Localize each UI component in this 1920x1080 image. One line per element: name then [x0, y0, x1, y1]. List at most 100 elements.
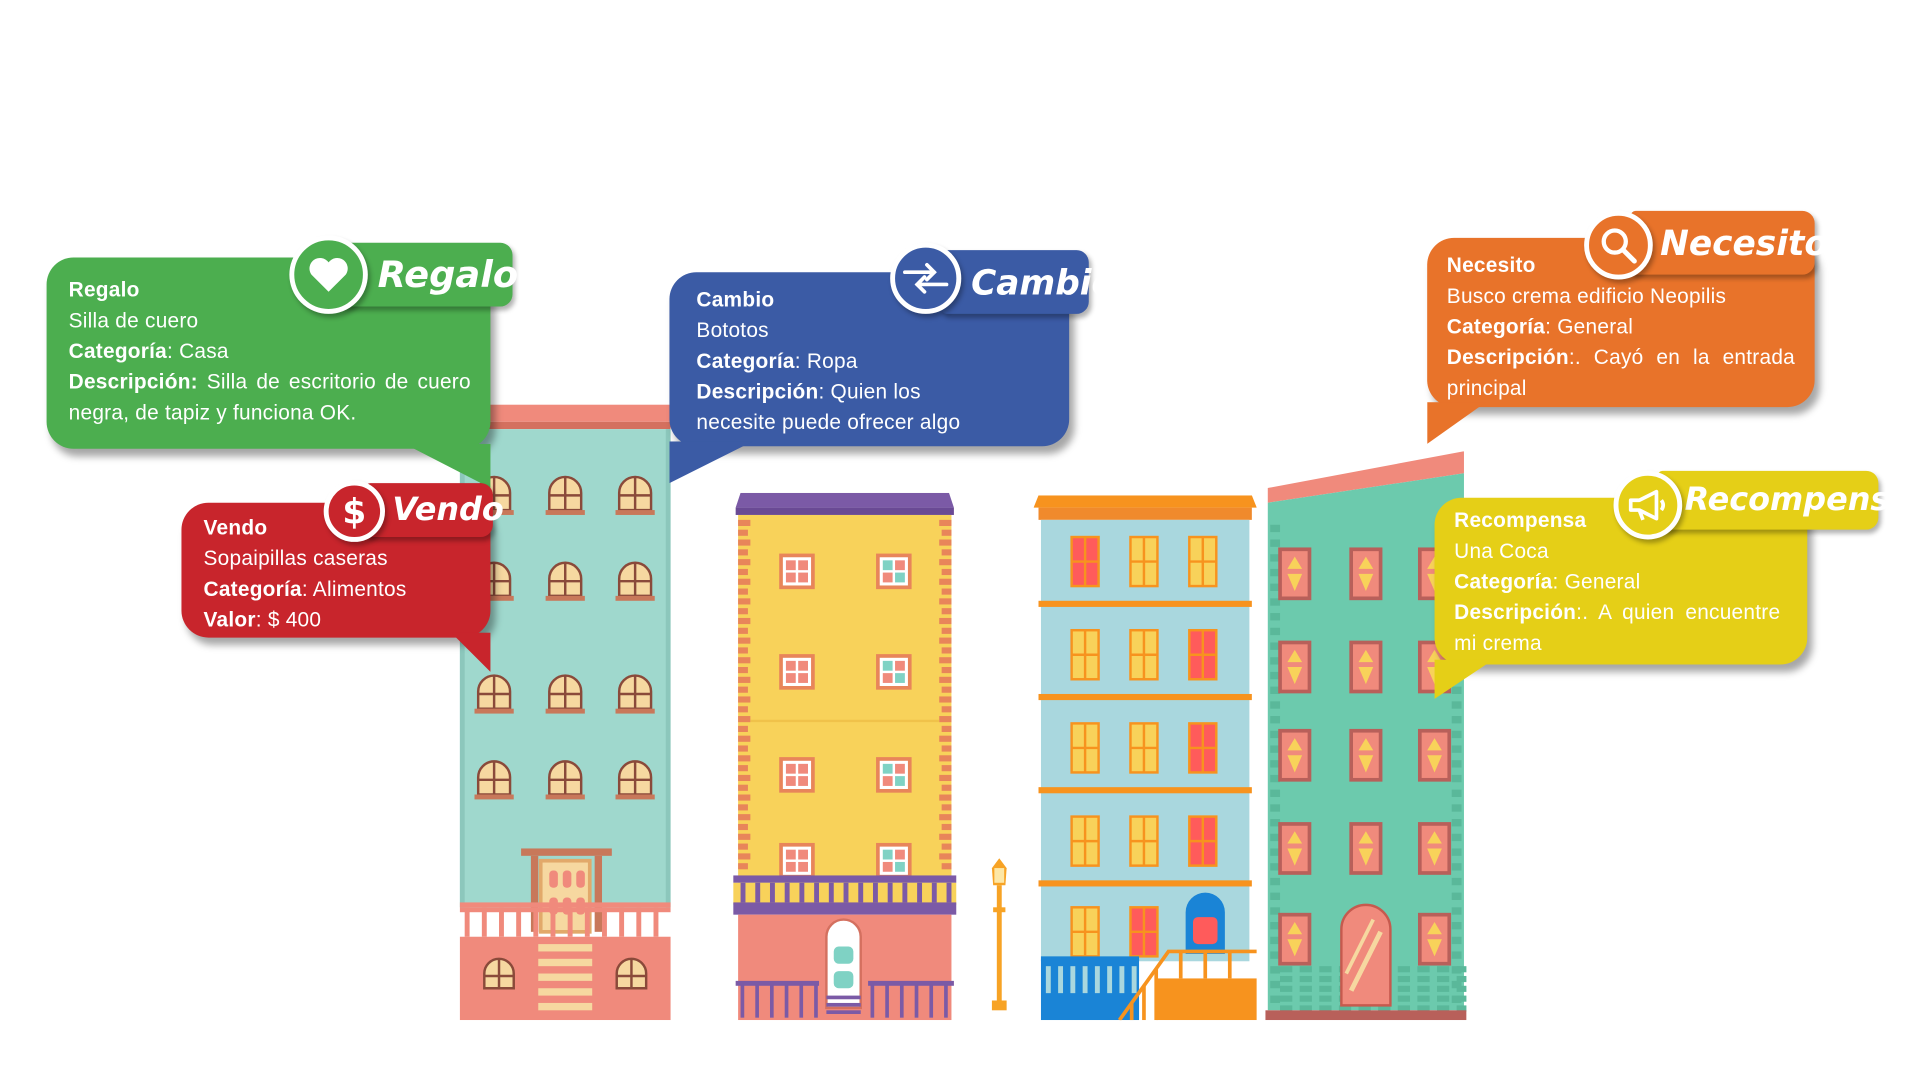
building-detail — [1270, 951, 1281, 959]
building-detail — [870, 983, 875, 1018]
building-detail — [1280, 975, 1293, 983]
building-detail — [653, 907, 659, 937]
building-detail — [1270, 701, 1281, 709]
building-detail — [1270, 833, 1281, 842]
building-blue-drawing — [1033, 495, 1257, 1022]
building-detail — [798, 560, 808, 571]
building-detail — [941, 549, 952, 556]
building-detail — [785, 673, 796, 683]
building-detail — [499, 907, 504, 937]
heart-icon — [289, 235, 368, 314]
building-detail — [738, 823, 748, 831]
building-detail — [1270, 598, 1281, 606]
building-detail — [1436, 1005, 1450, 1012]
building-detail — [882, 763, 893, 774]
building-detail — [769, 882, 775, 903]
building-detail — [784, 983, 789, 1018]
building-detail — [939, 833, 952, 840]
building-detail — [1270, 774, 1281, 783]
building-detail — [941, 725, 952, 732]
building-detail — [1358, 848, 1374, 866]
building-detail — [939, 814, 952, 821]
building-detail — [882, 861, 893, 872]
building-detail — [1427, 649, 1442, 663]
building-detail — [1451, 995, 1462, 1003]
building-detail — [738, 706, 748, 713]
building-detail — [872, 882, 878, 903]
building-detail — [1270, 848, 1281, 856]
tag-regalo: Regalo — [340, 242, 518, 307]
building-yellow — [733, 492, 957, 1021]
building-detail — [1397, 995, 1411, 1002]
building-detail — [785, 560, 796, 571]
building-detail — [602, 907, 607, 937]
building-detail — [1358, 755, 1374, 773]
building-detail — [1270, 716, 1281, 724]
building-detail — [1451, 686, 1462, 694]
building-detail — [784, 882, 790, 903]
building-detail — [1456, 995, 1469, 1002]
building-detail — [755, 882, 761, 903]
tag-necesito: Necesito — [1630, 210, 1828, 275]
megaphone-icon — [1613, 470, 1683, 540]
tag-vendo-label: Vendo — [392, 491, 504, 529]
building-detail — [785, 660, 796, 671]
building-detail — [798, 776, 808, 786]
building-detail — [798, 673, 808, 683]
card-vendo-title: Vendo — [203, 516, 268, 540]
window — [779, 553, 815, 590]
building-detail — [740, 882, 746, 903]
building-detail — [1280, 985, 1293, 992]
building-detail — [1270, 819, 1281, 827]
tag-recompensa-label: Recompensa — [1684, 481, 1911, 519]
building-detail — [545, 510, 585, 515]
building-detail — [1451, 966, 1462, 974]
building-detail — [738, 853, 751, 860]
building-detail — [1451, 892, 1462, 900]
building-detail — [941, 588, 952, 595]
card-vendo-value: Valor: $ 400 — [203, 608, 322, 632]
card-cambio-item: Bototos — [696, 318, 769, 343]
card-recompensa-title: Recompensa — [1454, 508, 1587, 533]
building-detail — [1358, 649, 1374, 663]
building-teal — [1265, 451, 1469, 1021]
building-detail — [584, 907, 590, 937]
building-teal-drawing — [1265, 451, 1469, 1021]
card-recompensa-category: Categoría: General — [1454, 570, 1641, 594]
building-detail — [474, 595, 514, 601]
building-detail — [939, 559, 952, 566]
tag-vendo: Vendo — [365, 483, 504, 538]
building-detail — [1287, 573, 1303, 591]
building-detail — [738, 794, 751, 801]
building-detail — [843, 882, 849, 903]
building-detail — [738, 725, 748, 732]
card-recompensa-item: Una Coca — [1454, 539, 1549, 563]
tag-cambio: Cambio — [941, 250, 1115, 314]
building-detail — [533, 907, 539, 937]
building-detail — [895, 560, 905, 571]
building-detail — [1338, 1005, 1352, 1012]
building-detail — [1451, 774, 1462, 783]
street-lamp — [986, 858, 1013, 1015]
building-detail — [619, 907, 625, 937]
building-detail — [941, 608, 952, 615]
building-detail — [1131, 966, 1137, 994]
building-detail — [941, 666, 952, 674]
building-detail — [914, 983, 919, 1018]
building-detail — [1417, 975, 1430, 983]
building-detail — [887, 882, 893, 903]
building-detail — [1287, 649, 1303, 663]
building-detail — [1451, 848, 1462, 856]
building-detail — [738, 804, 748, 811]
card-regalo-item: Silla de cuero — [68, 308, 199, 333]
building-detail — [1287, 666, 1303, 685]
building-detail — [939, 716, 952, 723]
building-detail — [1456, 966, 1469, 973]
building-detail — [1270, 627, 1281, 636]
building-detail — [615, 708, 655, 714]
building-detail — [1397, 966, 1411, 973]
building-detail — [941, 745, 952, 752]
building-detail — [738, 657, 751, 664]
building-detail — [941, 804, 952, 811]
building-detail — [738, 519, 751, 526]
